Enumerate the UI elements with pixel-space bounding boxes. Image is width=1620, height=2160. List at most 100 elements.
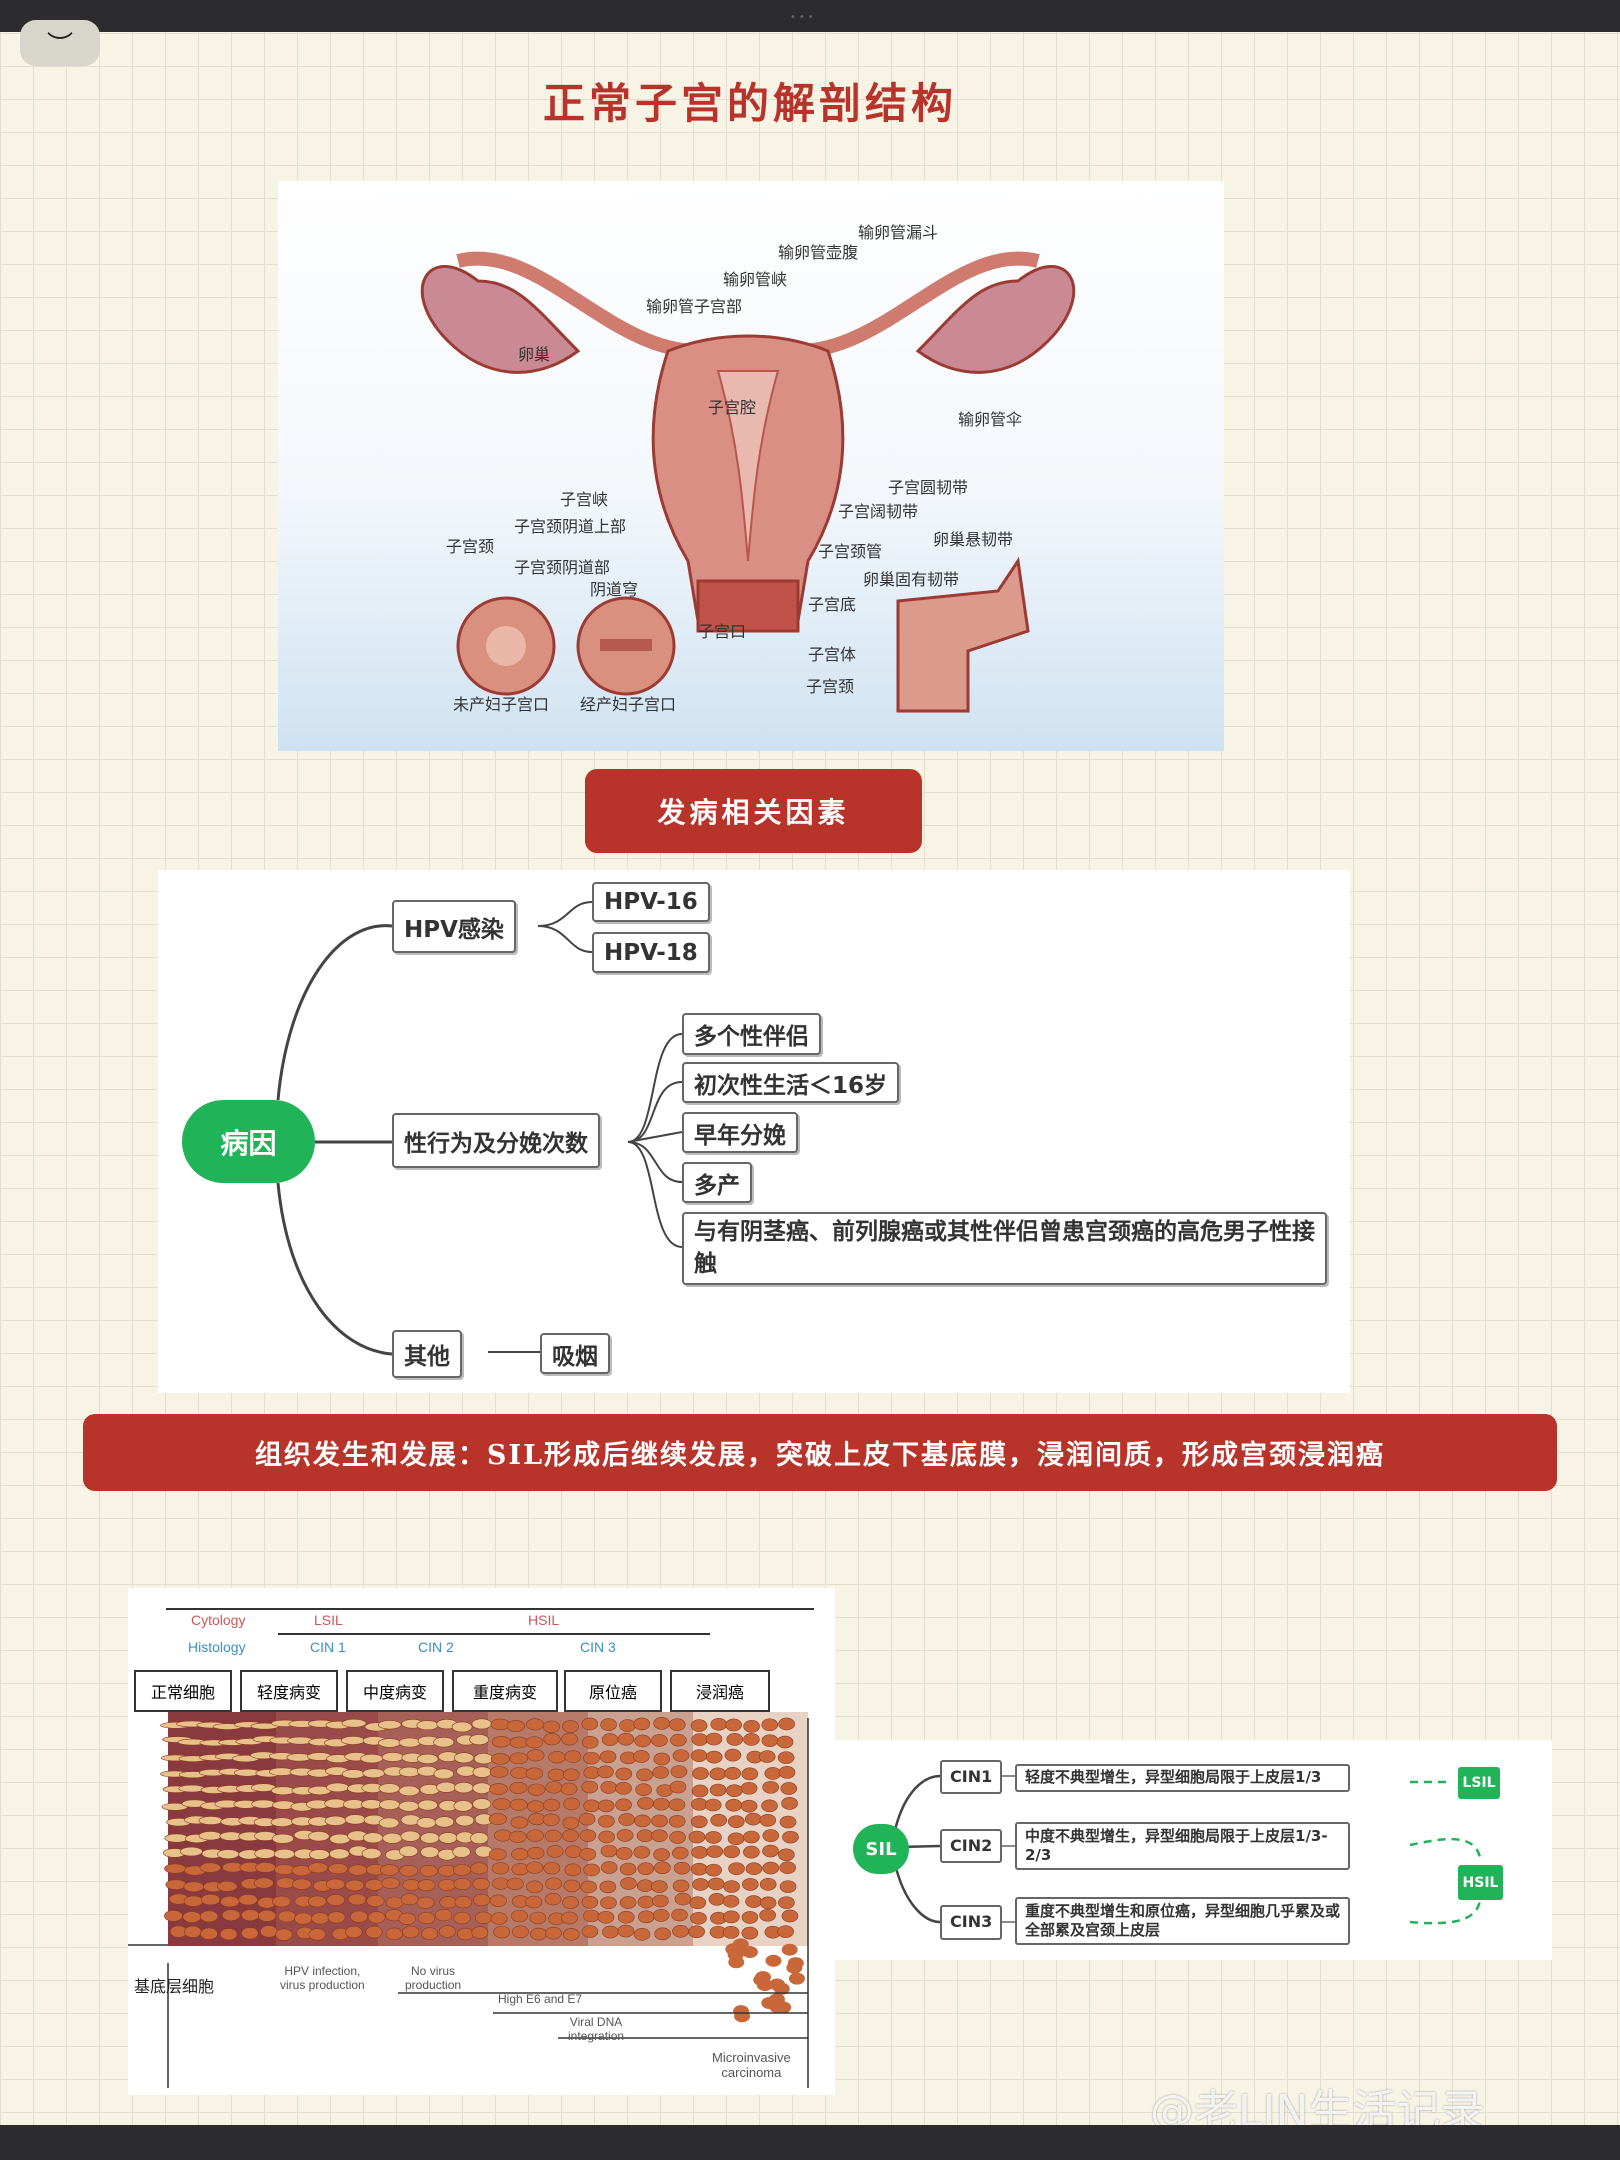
cell-mark <box>722 1926 740 1939</box>
sil-classification-diagram: SIL CIN1 CIN2 CIN3 轻度不典型增生，异型细胞局限于上皮层1/3… <box>835 1740 1552 1960</box>
cell-mark <box>382 1832 403 1844</box>
cell-mark <box>454 1782 474 1794</box>
cell-mark <box>780 1782 798 1795</box>
cell-mark <box>705 1831 722 1844</box>
cell-mark <box>758 1750 776 1763</box>
cell-mark <box>257 1909 277 1922</box>
cell-mark <box>509 1798 528 1811</box>
sil-root-node: SIL <box>853 1824 909 1874</box>
cell-mark <box>438 1925 456 1938</box>
cell-mark <box>670 1765 688 1778</box>
cell-mark <box>690 1719 708 1732</box>
cell-mark <box>669 1780 687 1794</box>
divider <box>166 1608 814 1610</box>
cell-mark <box>691 1784 709 1798</box>
cell-mark <box>778 1766 796 1779</box>
cell-mark <box>637 1862 655 1875</box>
basal-cell-label: 基底层细胞 <box>134 1979 215 1996</box>
cell-mark <box>543 1798 561 1812</box>
cell-mark <box>653 1848 670 1861</box>
cell-mark <box>705 1750 723 1764</box>
cell-mark <box>743 1845 760 1859</box>
uterus-anatomy-image: 输卵管漏斗 输卵管壶腹 输卵管峡 输卵管子宫部 子宫腔 卵巢 输卵管伞 子宫圆韧… <box>278 181 1224 751</box>
cell-mark <box>634 1734 651 1748</box>
cell-mark <box>526 1861 544 1874</box>
cytology-label: Cytology <box>191 1612 246 1628</box>
more-dots-icon[interactable]: ••• <box>790 12 817 23</box>
leaf-early-childbirth: 早年分娩 <box>682 1112 798 1153</box>
cell-mark <box>398 1737 421 1748</box>
cell-mark <box>545 1781 563 1794</box>
cell-mark <box>164 1910 183 1922</box>
cell-mark <box>651 1829 668 1842</box>
cell-mark <box>722 1895 740 1908</box>
invasive-cell-mark <box>773 1982 790 1995</box>
cell-mark <box>545 1877 563 1890</box>
cell-mark <box>600 1781 618 1794</box>
cell-mark <box>489 1783 508 1795</box>
risk-factors-button[interactable]: 发病相关因素 <box>585 769 922 853</box>
cell-mark <box>653 1797 670 1811</box>
cell-mark <box>672 1846 689 1860</box>
cell-mark <box>548 1751 566 1764</box>
cell-mark <box>419 1865 439 1877</box>
invasive-cell-mark <box>788 1972 805 1985</box>
collapse-toggle-button[interactable]: ︶ <box>20 20 100 66</box>
cell-mark <box>527 1783 546 1796</box>
cell-mark <box>742 1878 759 1891</box>
cell-mark <box>253 1877 274 1889</box>
cell-mark <box>341 1718 367 1728</box>
cin2-description: 中度不典型增生，异型细胞局限于上皮层1/3-2/3 <box>1015 1822 1350 1870</box>
cell-mark <box>637 1796 654 1810</box>
cell-mark <box>779 1861 796 1874</box>
cell-mark <box>421 1927 439 1940</box>
cell-mark <box>668 1814 686 1828</box>
cell-mark <box>434 1816 455 1828</box>
cell-mark <box>490 1753 510 1765</box>
cell-mark <box>433 1768 454 1780</box>
cell-mark <box>438 1879 457 1892</box>
cell-mark <box>562 1928 580 1941</box>
cell-mark <box>527 1846 545 1860</box>
invasive-cell-mark <box>781 1943 798 1956</box>
cell-mark <box>328 1863 348 1875</box>
invasive-cell-mark <box>741 1946 758 1959</box>
cell-mark <box>542 1813 560 1826</box>
cell-mark <box>398 1800 420 1812</box>
cell-mark <box>704 1798 722 1812</box>
leaf-hpv18: HPV-18 <box>592 932 710 973</box>
cell-mark <box>469 1734 490 1746</box>
cell-mark <box>727 1832 745 1846</box>
cell-mark <box>491 1862 510 1875</box>
cell-mark <box>776 1735 794 1749</box>
histogenesis-banner: 组织发生和发展：SIL形成后继续发展，突破上皮下基底膜，浸润间质，形成宫颈浸润癌 <box>83 1414 1557 1491</box>
cell-mark <box>562 1896 579 1909</box>
cell-mark <box>669 1831 686 1844</box>
cell-mark <box>217 1880 238 1892</box>
cell-mark <box>489 1766 509 1778</box>
cell-mark <box>600 1844 618 1858</box>
cell-mark <box>633 1750 650 1763</box>
cell-mark <box>672 1749 690 1762</box>
cell-mark <box>344 1814 366 1825</box>
cell-mark <box>652 1909 670 1922</box>
cell-mark <box>400 1893 419 1906</box>
cell-mark <box>707 1877 725 1891</box>
cell-mark <box>617 1732 635 1746</box>
cell-mark <box>219 1928 238 1941</box>
cell-mark <box>668 1718 686 1731</box>
page-title: 正常子宫的解剖结构 <box>542 79 957 128</box>
cell-mark <box>453 1800 473 1812</box>
invasive-cell-mark <box>786 1961 803 1974</box>
cell-mark <box>633 1928 651 1941</box>
cell-mark <box>457 1927 475 1941</box>
cell-mark <box>525 1895 543 1909</box>
anatomy-label: 子宫颈 <box>446 537 495 556</box>
cell-mark <box>672 1879 690 1893</box>
anatomy-label: 子宫圆韧带 <box>888 478 969 497</box>
cell-mark <box>741 1911 759 1924</box>
cell-mark <box>274 1864 295 1875</box>
anatomy-label: 子宫颈阴道部 <box>514 558 611 577</box>
anatomy-label: 输卵管峡 <box>723 270 788 289</box>
cell-mark <box>402 1925 420 1939</box>
